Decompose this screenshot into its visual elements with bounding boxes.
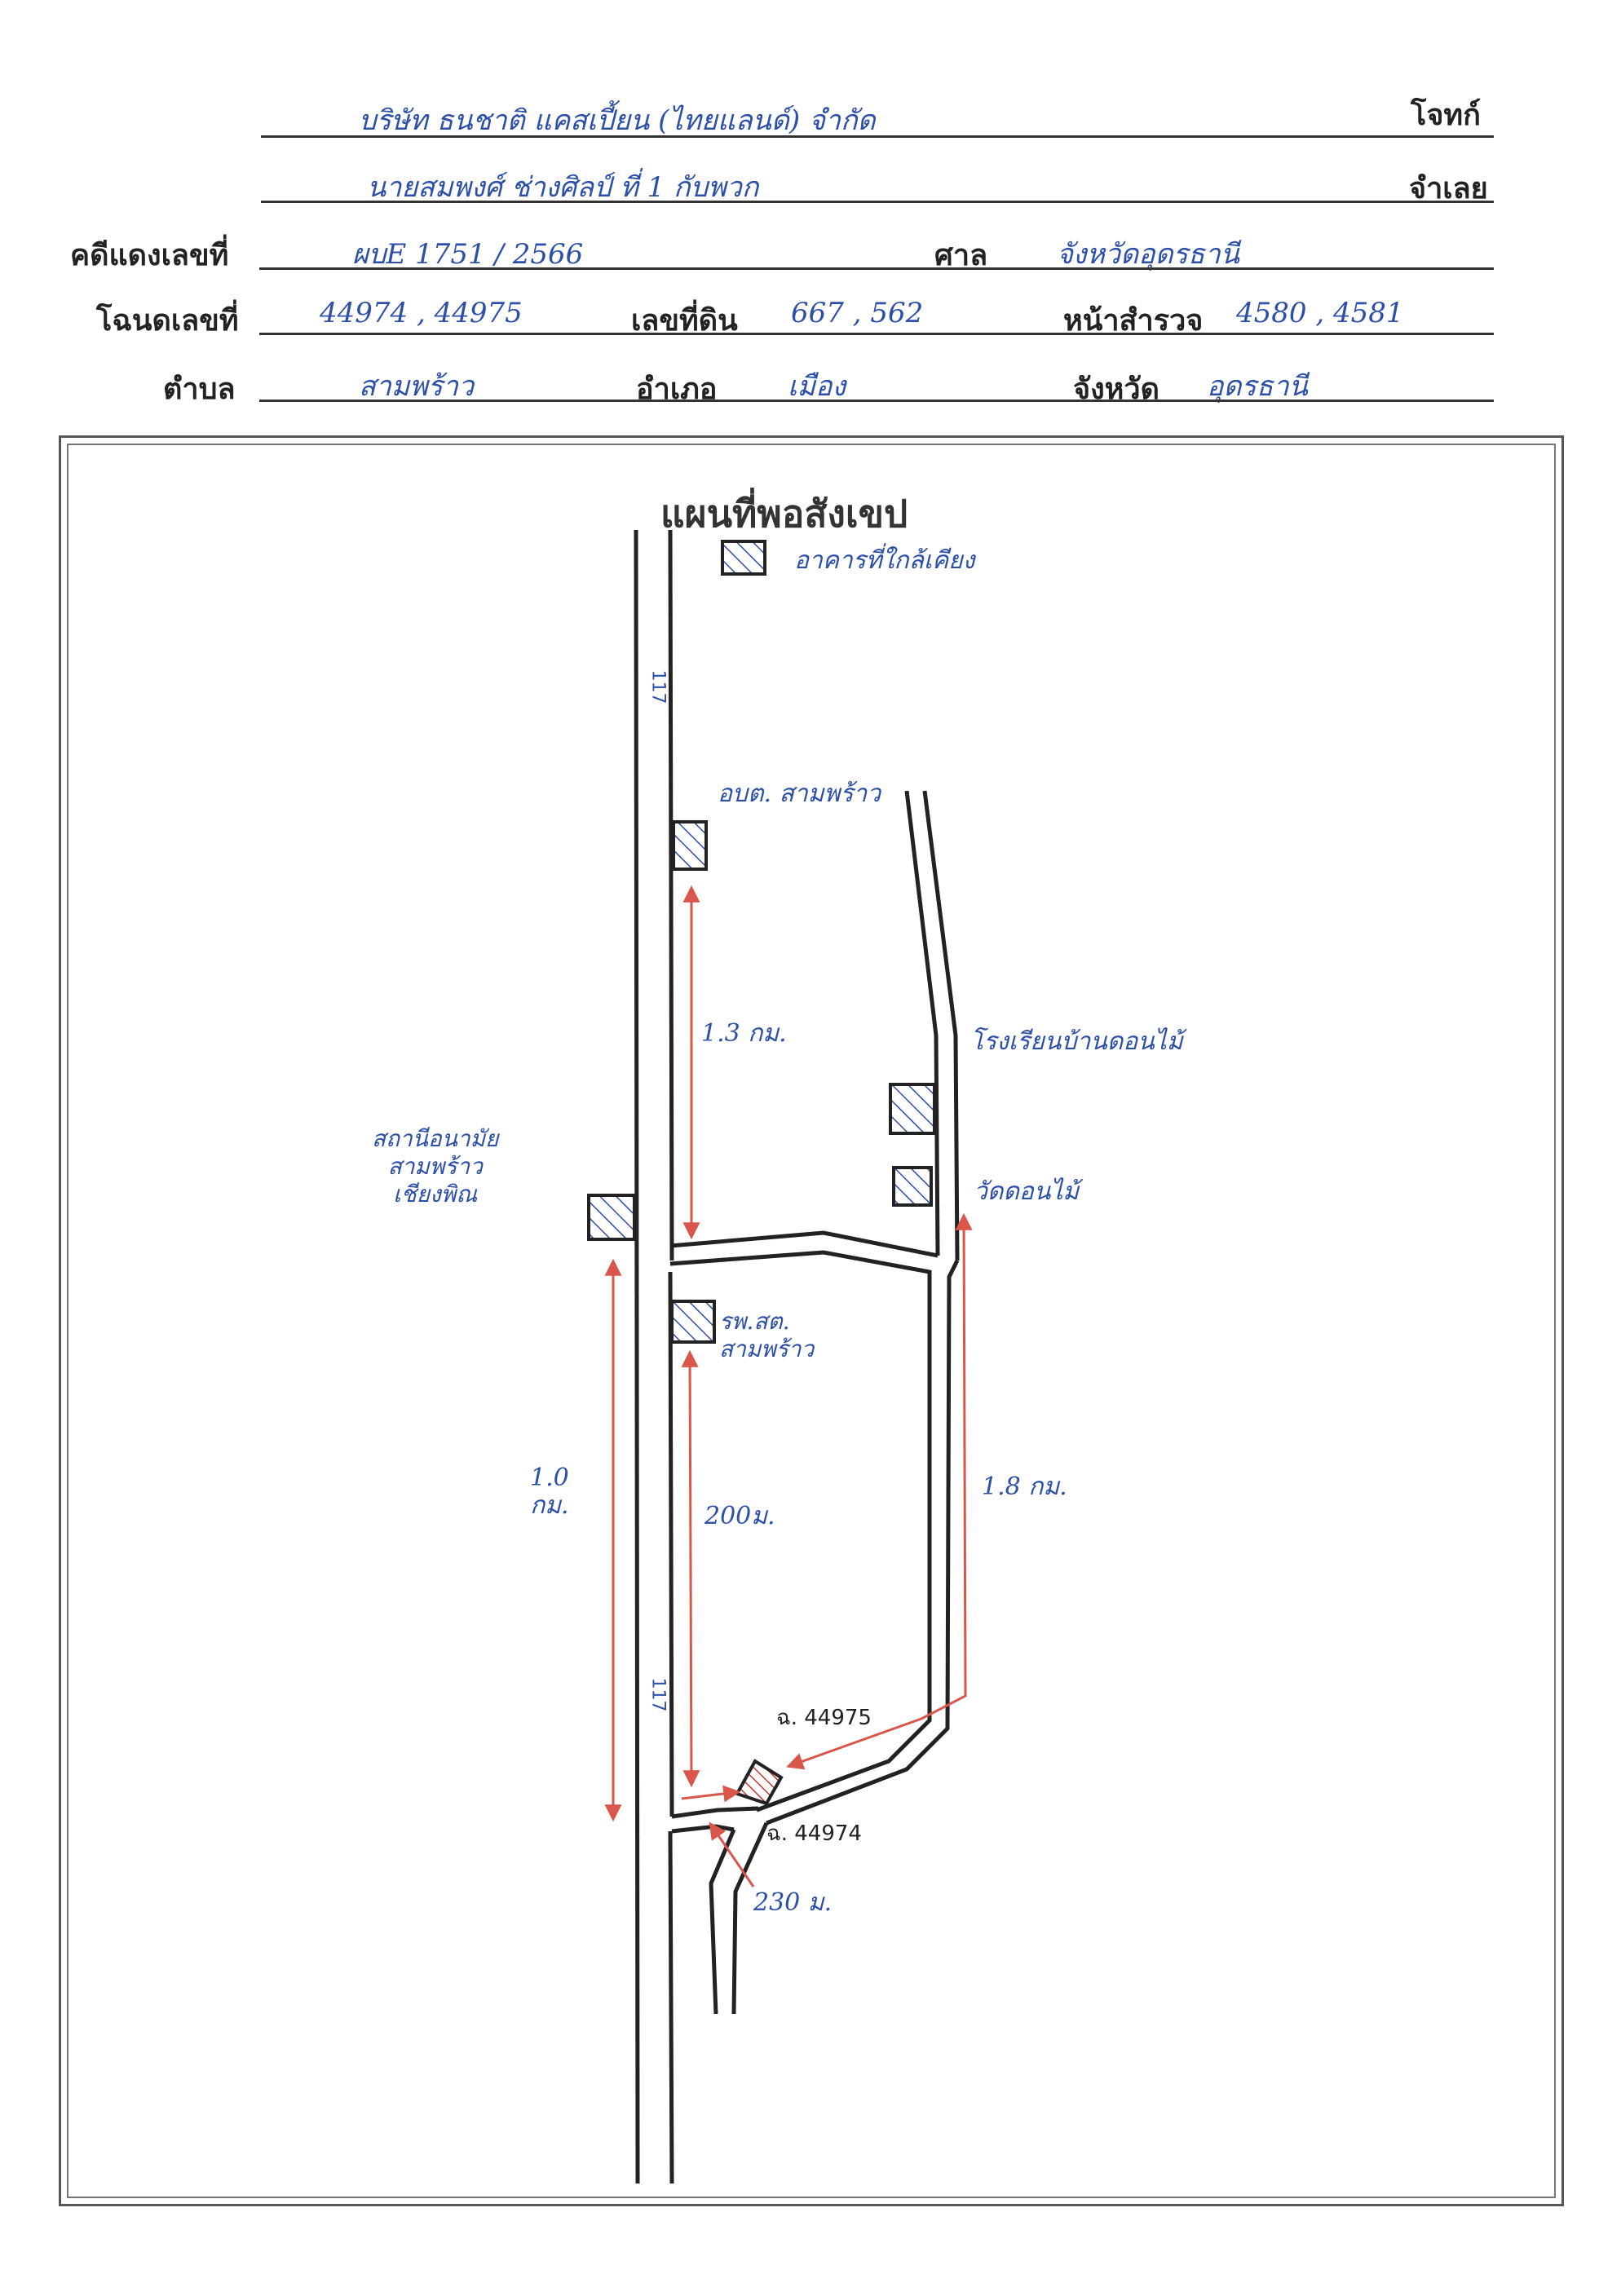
parcel-b-label: ฉ. 44974	[766, 1821, 862, 1846]
distance-label-5: 230 ม.	[753, 1888, 833, 1917]
plaintiff-label: โจทก์	[1411, 99, 1481, 132]
case-value: ผบE 1751 / 2566	[352, 238, 584, 271]
legend-label: อาคารที่ใกล้เคียง	[794, 546, 975, 575]
distance-label-1: 1.3 กม.	[701, 1019, 787, 1048]
building-left-station	[587, 1194, 636, 1241]
case-label: คดีแดงเลขที่	[70, 239, 229, 272]
distance-label-3: 200ม.	[704, 1502, 775, 1530]
legend-building-icon	[721, 540, 766, 576]
poi-health-label: รพ.สต. สามพร้าว	[719, 1308, 815, 1362]
survey-label: หน้าสำรวจ	[1063, 304, 1204, 338]
building-school	[889, 1083, 936, 1135]
map-frame-inner	[67, 444, 1556, 2198]
building-obt	[672, 820, 708, 871]
deed-value: 44974 , 44975	[320, 297, 523, 329]
land-no-value: 667 , 562	[791, 297, 924, 329]
case-rule	[259, 267, 1494, 270]
lower-branch-road	[671, 1806, 769, 2015]
poi-left-label: สถานีอนามัย สามพร้าว เชียงพิณ	[372, 1125, 499, 1208]
distance-label-4: 1.8 กม.	[982, 1473, 1067, 1501]
court-label: ศาล	[934, 239, 988, 272]
district-value: เมือง	[788, 370, 846, 403]
map-title: แผนที่พอสังเขป	[660, 492, 908, 536]
subdistrict-value: สามพร้าว	[359, 370, 475, 403]
road-number-bottom: 117	[647, 1677, 669, 1712]
court-value: จังหวัดอุดรธานี	[1057, 238, 1239, 271]
poi-school-label: โรงเรียนบ้านดอนไม้	[970, 1027, 1183, 1056]
parcel-a-label: ฉ. 44975	[776, 1706, 872, 1730]
defendant-rule	[261, 201, 1494, 203]
map-frame-outer	[59, 435, 1564, 2206]
plaintiff-rule	[261, 135, 1494, 138]
deed-label: โฉนดเลขที่	[96, 304, 239, 338]
deed-rule	[259, 333, 1494, 335]
land-no-label: เลขที่ดิน	[631, 304, 738, 338]
poi-temple-label: วัดดอนไม้	[974, 1177, 1080, 1206]
building-health	[670, 1300, 716, 1344]
distance-arrows	[604, 885, 973, 1888]
plaintiff-value: บริษัท ธนชาติ แคสเปี้ยน (ไทยแลนด์) จำกัด	[359, 104, 876, 137]
upper-side-road	[904, 790, 960, 1261]
location-rule	[259, 400, 1494, 402]
survey-value: 4580 , 4581	[1236, 297, 1404, 329]
defendant-label: จำเลย	[1409, 172, 1488, 205]
target-parcel	[735, 1759, 784, 1806]
poi-obt-label: อบต. สามพร้าว	[718, 779, 881, 808]
main-road-117	[634, 529, 674, 2184]
province-value: อุดรธานี	[1207, 370, 1308, 403]
subdistrict-label: ตำบล	[163, 373, 236, 406]
distance-label-2: 1.0 กม.	[530, 1464, 569, 1520]
building-temple	[892, 1166, 933, 1207]
defendant-value: นายสมพงศ์ ช่างศิลป์ ที่ 1 กับพวก	[367, 171, 759, 204]
road-number-top: 117	[647, 669, 669, 704]
